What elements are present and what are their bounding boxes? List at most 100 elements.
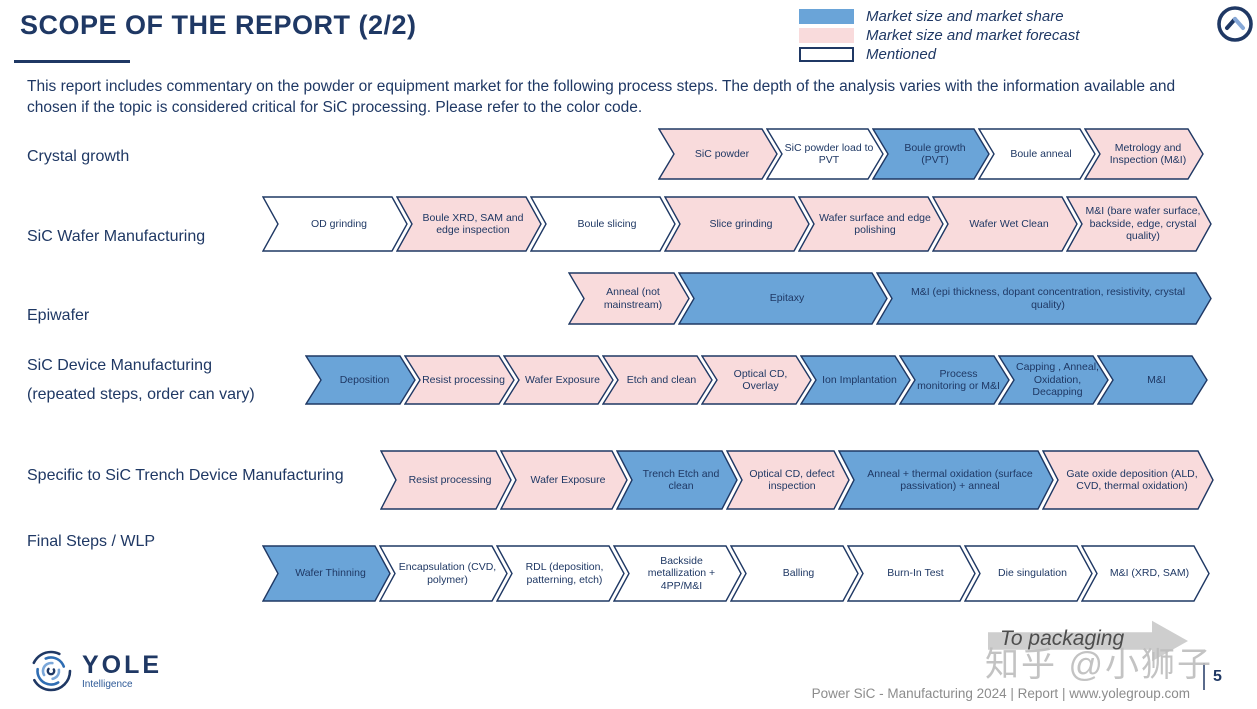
process-step-chevron: OD grinding — [262, 196, 408, 252]
process-row-strip: OD grinding Boule XRD, SAM and edge inspe… — [262, 196, 1212, 252]
process-step-chevron: Metrology and Inspection (M&I) — [1084, 128, 1204, 180]
process-step-chevron: Optical CD, Overlay — [701, 355, 812, 405]
logo-brand: YOLE — [82, 650, 163, 679]
process-step-chevron: Trench Etch and clean — [616, 450, 738, 510]
process-step-chevron: Slice grinding — [664, 196, 810, 252]
process-step-chevron: Wafer Exposure — [503, 355, 614, 405]
footer-text: Power SiC - Manufacturing 2024 | Report … — [811, 686, 1190, 701]
process-step-label: M&I — [1147, 373, 1166, 386]
process-step-label: SiC powder — [694, 147, 750, 160]
process-step-chevron: Backside metallization + 4PP/M&I — [613, 545, 742, 602]
process-step-label: Encapsulation (CVD, polymer) — [398, 561, 497, 586]
process-step-chevron: Deposition — [305, 355, 416, 405]
process-step-label: Capping , Anneal, Oxidation, Decapping — [1016, 361, 1099, 399]
process-step-label: Gate oxide deposition (ALD, CVD, thermal… — [1066, 467, 1198, 492]
legend-label: Market size and market share — [866, 7, 1064, 25]
legend-swatch-forecast — [799, 27, 854, 43]
yole-swirl-icon — [30, 650, 72, 692]
process-step-chevron: Anneal + thermal oxidation (surface pass… — [838, 450, 1054, 510]
process-step-label: Resist processing — [408, 473, 492, 486]
row-label: SiC Wafer Manufacturing — [27, 228, 205, 246]
process-step-label: Ion Implantation — [822, 373, 897, 386]
process-step-chevron: M&I (bare wafer surface, backside, edge,… — [1066, 196, 1212, 252]
yole-logo: YOLE Intelligence — [28, 648, 162, 694]
process-step-label: Die singulation — [998, 567, 1067, 580]
process-step-label: Metrology and Inspection (M&I) — [1109, 141, 1187, 166]
process-step-label: Optical CD, defect inspection — [749, 467, 835, 492]
process-step-chevron: Wafer Thinning — [262, 545, 391, 602]
legend-swatch-mentioned — [799, 46, 854, 62]
process-step-chevron: Boule anneal — [978, 128, 1096, 180]
process-step-chevron: Boule slicing — [530, 196, 676, 252]
process-step-label: Wafer surface and edge polishing — [819, 211, 931, 236]
process-step-chevron: Etch and clean — [602, 355, 713, 405]
process-step-label: Deposition — [339, 373, 390, 386]
row-label: Specific to SiC Trench Device Manufactur… — [27, 467, 344, 485]
row-label-line: Final Steps / WLP — [27, 533, 156, 550]
process-step-label: Anneal (not mainstream) — [603, 286, 663, 311]
intro-paragraph: This report includes commentary on the p… — [27, 78, 1176, 116]
process-step-chevron: M&I (epi thickness, dopant concentration… — [876, 272, 1212, 325]
row-label: Crystal growth — [27, 148, 129, 166]
back-to-top-button[interactable] — [1215, 4, 1255, 44]
page-number-separator — [1203, 663, 1205, 690]
to-packaging-label: To packaging — [1000, 627, 1125, 650]
process-step-label: Balling — [782, 567, 815, 580]
watermark: 知乎 @小狮子 — [985, 646, 1213, 684]
process-step-chevron: Capping , Anneal, Oxidation, Decapping — [998, 355, 1109, 405]
process-step-label: M&I (epi thickness, dopant concentration… — [910, 286, 1186, 311]
process-step-chevron: RDL (deposition, patterning, etch) — [496, 545, 625, 602]
process-step-chevron: Resist processing — [404, 355, 515, 405]
legend-item-mentioned: Mentioned — [799, 45, 1199, 63]
title-underline — [14, 60, 130, 63]
page-title: SCOPE OF THE REPORT (2/2) — [20, 10, 417, 40]
process-step-label: M&I (bare wafer surface, backside, edge,… — [1085, 205, 1201, 243]
row-label-line: Specific to SiC Trench Device Manufactur… — [27, 467, 344, 484]
legend-swatch-share — [799, 8, 854, 24]
row-label: Final Steps / WLP — [27, 533, 155, 551]
row-label-line: (repeated steps, order can vary) — [27, 386, 255, 403]
process-step-label: Resist processing — [422, 373, 505, 386]
process-step-chevron: M&I (XRD, SAM) — [1081, 545, 1210, 602]
process-step-chevron: Epitaxy — [678, 272, 888, 325]
row-label: Epiwafer — [27, 307, 89, 325]
chevron-up-circle-icon — [1217, 6, 1253, 42]
process-step-chevron: Wafer Wet Clean — [932, 196, 1078, 252]
process-step-chevron: Boule XRD, SAM and edge inspection — [396, 196, 542, 252]
process-step-chevron: Anneal (not mainstream) — [568, 272, 690, 325]
process-step-label: Wafer Exposure — [525, 373, 600, 386]
process-step-chevron: Wafer surface and edge polishing — [798, 196, 944, 252]
process-step-label: Wafer Exposure — [530, 473, 606, 486]
process-step-chevron: SiC powder load to PVT — [766, 128, 884, 180]
page-number: 5 — [1213, 668, 1222, 685]
process-step-chevron: Boule growth (PVT) — [872, 128, 990, 180]
process-step-label: M&I (XRD, SAM) — [1109, 567, 1190, 580]
process-step-label: Trench Etch and clean — [642, 467, 720, 492]
process-step-label: SiC powder load to PVT — [784, 141, 874, 166]
process-step-label: Wafer Thinning — [295, 567, 366, 580]
process-step-chevron: Optical CD, defect inspection — [726, 450, 850, 510]
process-step-chevron: Burn-In Test — [847, 545, 976, 602]
logo-brand-sub: Intelligence — [82, 678, 133, 690]
process-step-chevron: M&I — [1097, 355, 1208, 405]
process-step-label: Boule slicing — [577, 217, 637, 230]
process-step-chevron: Encapsulation (CVD, polymer) — [379, 545, 508, 602]
process-step-label: Epitaxy — [769, 292, 805, 305]
process-step-label: Etch and clean — [626, 373, 697, 386]
process-step-chevron: Resist processing — [380, 450, 512, 510]
row-label-line: SiC Wafer Manufacturing — [27, 228, 206, 245]
row-label-line: SiC Device Manufacturing — [27, 357, 212, 374]
process-step-label: RDL (deposition, patterning, etch) — [525, 561, 604, 586]
process-step-label: Wafer Wet Clean — [969, 217, 1049, 230]
process-step-label: Boule XRD, SAM and edge inspection — [422, 211, 524, 236]
process-step-label: Backside metallization + 4PP/M&I — [647, 554, 716, 592]
process-step-chevron: Process monitoring or M&I — [899, 355, 1010, 405]
process-row-strip: Wafer Thinning Encapsulation (CVD, polyme… — [262, 545, 1210, 602]
process-step-chevron: Balling — [730, 545, 859, 602]
to-packaging-arrow: To packaging — [988, 619, 1188, 663]
process-step-chevron: Gate oxide deposition (ALD, CVD, thermal… — [1042, 450, 1214, 510]
process-step-label: Process monitoring or M&I — [917, 367, 1000, 392]
process-step-chevron: SiC powder — [658, 128, 778, 180]
